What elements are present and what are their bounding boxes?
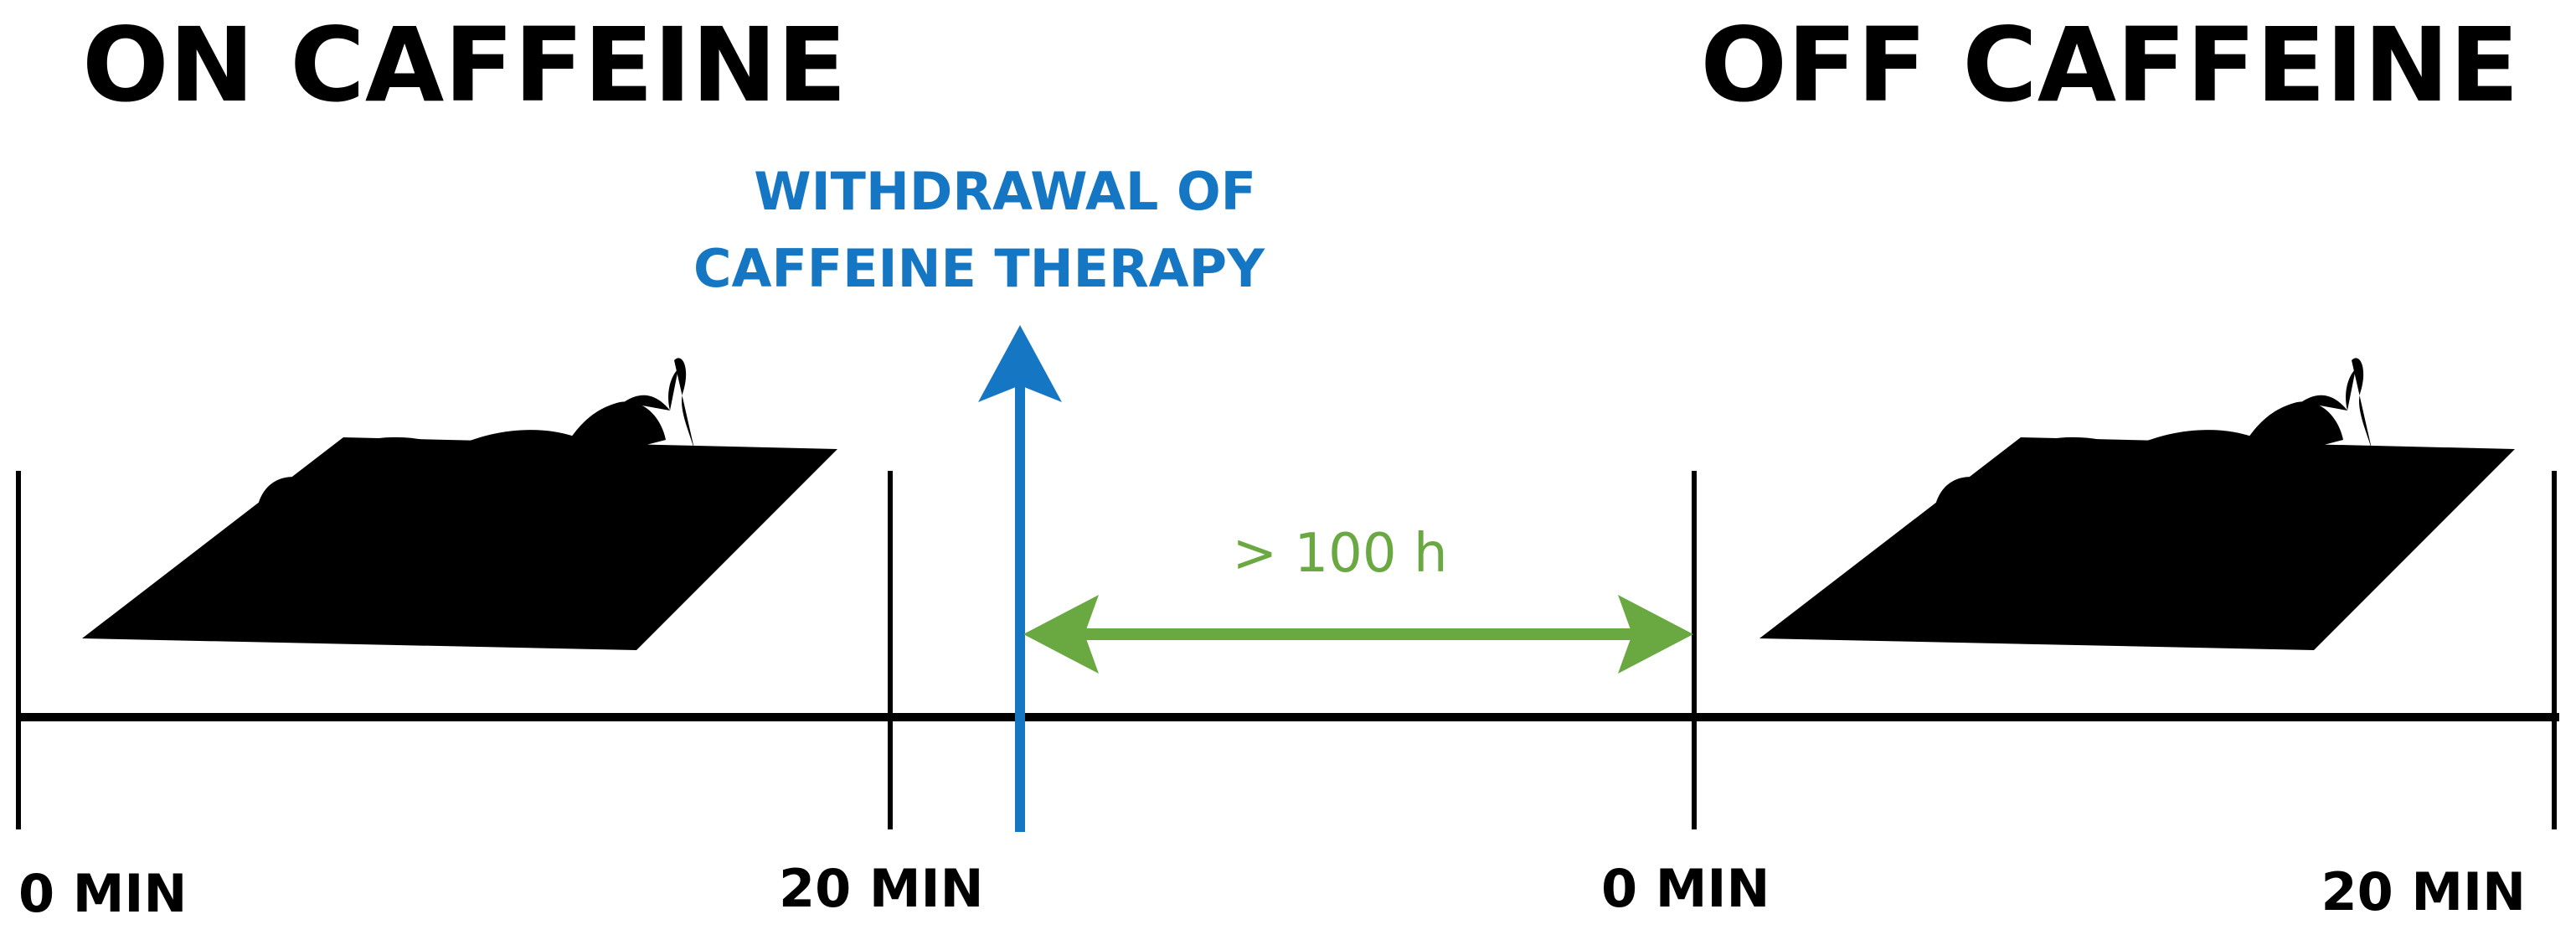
- title-on-caffeine: ON CAFFEINE: [82, 6, 847, 125]
- tick-label-off-end: 20 MIN: [2321, 861, 2526, 922]
- withdrawal-label-line1: WITHDRAWAL OF: [754, 161, 1256, 222]
- title-off-caffeine: OFF CAFFEINE: [1700, 6, 2519, 125]
- infant-icon: [82, 358, 837, 650]
- withdrawal-label-line2: CAFFEINE THERAPY: [693, 238, 1265, 299]
- tick-label-on-start: 0 MIN: [18, 863, 187, 924]
- interval-arrow: [1023, 595, 1693, 674]
- withdrawal-arrow: [978, 325, 1062, 832]
- interval-label: > 100 h: [1232, 523, 1447, 585]
- infant-icon: [1759, 358, 2515, 650]
- tick-label-on-end: 20 MIN: [779, 858, 984, 919]
- tick-label-off-start: 0 MIN: [1601, 858, 1770, 919]
